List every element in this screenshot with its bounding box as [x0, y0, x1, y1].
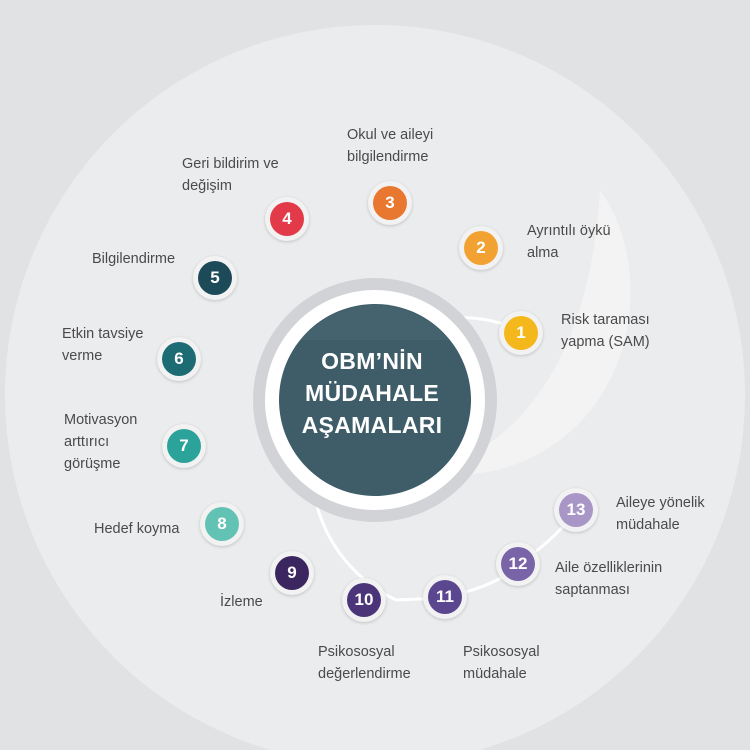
label-line: Psikososyal — [463, 644, 540, 660]
step-3: 3 — [368, 181, 412, 225]
step-number-badge: 2 — [464, 231, 498, 265]
step-12-label: Aile özelliklerinin saptanması — [555, 557, 662, 601]
center-highlight — [301, 305, 449, 340]
step-number-badge: 1 — [504, 316, 538, 350]
label-line: Bilgilendirme — [92, 251, 176, 267]
label-line: Geri bildirim ve — [182, 156, 279, 172]
label-line: değerlendirme — [318, 666, 411, 682]
step-13: 13 — [554, 488, 598, 532]
label-line: saptanması — [555, 582, 630, 598]
step-9: 9 — [270, 551, 314, 595]
label-line: değişim — [182, 178, 232, 194]
step-number-badge: 13 — [559, 493, 593, 527]
step-1: 1 — [499, 311, 543, 355]
step-number-badge: 11 — [428, 580, 462, 614]
step-6-label: Etkin tavsiye verme — [62, 323, 143, 367]
step-number-badge: 3 — [373, 186, 407, 220]
step-13-label: Aileye yönelik müdahale — [616, 492, 705, 536]
step-5-label: Bilgilendirme — [92, 248, 175, 270]
label-line: Aileye yönelik — [616, 495, 705, 511]
step-1-label: Risk taraması yapma (SAM) — [561, 309, 650, 353]
step-3-label: Okul ve aileyi bilgilendirme — [347, 124, 433, 168]
step-number-badge: 9 — [275, 556, 309, 590]
label-line: Psikososyal — [318, 644, 395, 660]
step-number-badge: 4 — [270, 202, 304, 236]
label-line: alma — [527, 245, 559, 261]
step-8-label: Hedef koyma — [94, 518, 179, 540]
label-line: Aile özelliklerinin — [555, 560, 663, 576]
label-line: Risk taraması — [561, 312, 650, 328]
step-number-badge: 6 — [162, 342, 196, 376]
center-title-line: OBM’NİN — [321, 348, 423, 374]
step-6: 6 — [157, 337, 201, 381]
step-number-badge: 7 — [167, 429, 201, 463]
center-title-line: MÜDAHALE — [305, 380, 439, 406]
label-line: yapma (SAM) — [561, 334, 650, 350]
center-title: OBM’NİN MÜDAHALE AŞAMALARI — [292, 345, 452, 441]
step-11-label: Psikososyal müdahale — [463, 641, 540, 685]
step-7: 7 — [162, 424, 206, 468]
label-line: Ayrıntılı öykü — [527, 223, 611, 239]
label-line: bilgilendirme — [347, 149, 429, 165]
step-number-badge: 10 — [347, 583, 381, 617]
swirl-shape — [440, 190, 631, 474]
step-number-badge: 12 — [501, 547, 535, 581]
step-11: 11 — [423, 575, 467, 619]
label-line: Etkin tavsiye — [62, 326, 144, 342]
step-9-label: İzleme — [220, 591, 263, 613]
step-10: 10 — [342, 578, 386, 622]
label-line: arttırıcı — [64, 434, 110, 450]
step-2-label: Ayrıntılı öykü alma — [527, 220, 611, 264]
label-line: Hedef koyma — [94, 521, 180, 537]
label-line: müdahale — [463, 666, 527, 682]
label-line: görüşme — [64, 456, 121, 472]
step-number-badge: 5 — [198, 261, 232, 295]
step-7-label: Motivasyon arttırıcı görüşme — [64, 409, 137, 475]
label-line: Motivasyon — [64, 412, 138, 428]
step-10-label: Psikososyal değerlendirme — [318, 641, 411, 685]
label-line: Okul ve aileyi — [347, 127, 434, 143]
step-4-label: Geri bildirim ve değişim — [182, 153, 279, 197]
step-4: 4 — [265, 197, 309, 241]
step-number-badge: 8 — [205, 507, 239, 541]
center-title-line: AŞAMALARI — [301, 412, 443, 438]
step-12: 12 — [496, 542, 540, 586]
step-8: 8 — [200, 502, 244, 546]
center-circle — [279, 304, 471, 496]
label-line: verme — [62, 348, 103, 364]
step-2: 2 — [459, 226, 503, 270]
label-line: İzleme — [220, 594, 263, 610]
label-line: müdahale — [616, 517, 680, 533]
step-5: 5 — [193, 256, 237, 300]
